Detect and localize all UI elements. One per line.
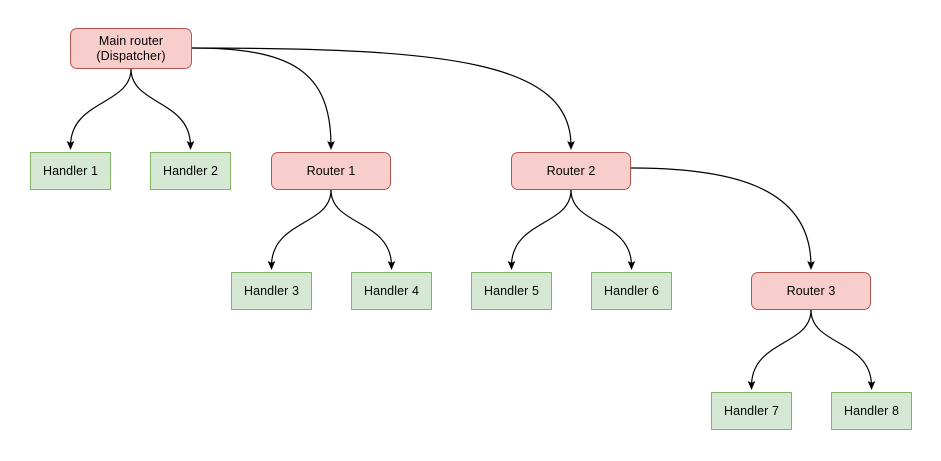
node-label-handler-6: Handler 6	[603, 283, 660, 298]
node-label-main-router: Main router (Dispatcher)	[96, 33, 166, 63]
edge-main-router-to-router-2	[191, 47, 575, 150]
node-label-router-3: Router 3	[786, 283, 836, 298]
node-label-router-1: Router 1	[306, 163, 356, 178]
node-handler-5[interactable]: Handler 5	[471, 272, 552, 310]
edge-router-3-to-handler-7	[747, 309, 812, 390]
node-handler-4[interactable]: Handler 4	[351, 272, 432, 310]
edge-main-router-to-handler-1	[66, 68, 132, 150]
node-handler-8[interactable]: Handler 8	[831, 392, 912, 430]
edge-main-router-to-handler-2	[130, 68, 195, 150]
node-label-handler-3: Handler 3	[243, 283, 300, 298]
node-handler-2[interactable]: Handler 2	[150, 152, 231, 190]
edge-router-2-to-handler-5	[507, 189, 572, 270]
edge-router-1-to-handler-4	[330, 189, 396, 270]
node-label-handler-4: Handler 4	[363, 283, 420, 298]
node-label-router-2: Router 2	[546, 163, 596, 178]
node-main-router[interactable]: Main router (Dispatcher)	[70, 28, 192, 69]
node-handler-1[interactable]: Handler 1	[30, 152, 111, 190]
node-handler-6[interactable]: Handler 6	[591, 272, 672, 310]
node-label-handler-2: Handler 2	[162, 163, 219, 178]
node-label-handler-8: Handler 8	[843, 403, 900, 418]
edge-router-3-to-handler-8	[810, 309, 876, 390]
node-router-1[interactable]: Router 1	[271, 152, 391, 190]
node-router-2[interactable]: Router 2	[511, 152, 631, 190]
node-label-handler-7: Handler 7	[723, 403, 780, 418]
node-label-handler-5: Handler 5	[483, 283, 540, 298]
edge-router-1-to-handler-3	[267, 189, 332, 270]
node-handler-7[interactable]: Handler 7	[711, 392, 792, 430]
node-label-handler-1: Handler 1	[42, 163, 99, 178]
node-router-3[interactable]: Router 3	[751, 272, 871, 310]
edge-router-2-to-router-3	[630, 167, 815, 270]
edge-router-2-to-handler-6	[570, 189, 636, 270]
edge-main-router-to-router-1	[191, 47, 335, 150]
node-handler-3[interactable]: Handler 3	[231, 272, 312, 310]
